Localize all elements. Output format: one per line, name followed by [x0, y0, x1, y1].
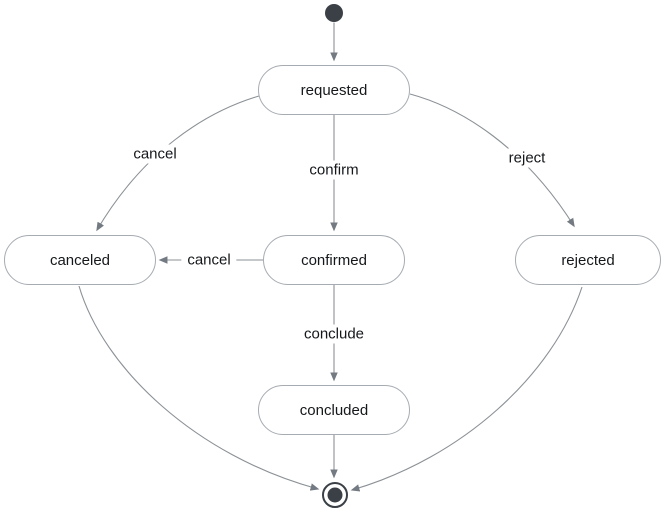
transition-label-cancel: cancel	[181, 250, 237, 270]
state-rejected: rejected	[515, 235, 661, 285]
transition-label-reject: reject	[502, 148, 552, 168]
state-confirmed: confirmed	[263, 235, 405, 285]
state-label: requested	[300, 81, 368, 99]
state-label: confirmed	[301, 251, 367, 269]
state-label: rejected	[561, 251, 615, 269]
state-label: concluded	[299, 401, 369, 419]
state-requested: requested	[258, 65, 410, 115]
transition-label-confirm: confirm	[303, 160, 365, 180]
initial-state-icon	[325, 4, 343, 22]
transition-canceled-final	[78, 285, 320, 491]
transition-label-conclude: conclude	[297, 324, 371, 344]
transition-rejected-final	[350, 286, 583, 492]
transition-requested-rejected	[409, 93, 575, 228]
state-canceled: canceled	[4, 235, 156, 285]
transition-requested-canceled	[96, 95, 260, 232]
final-state-icon	[322, 482, 348, 508]
state-label: canceled	[49, 251, 111, 269]
state-concluded: concluded	[258, 385, 410, 435]
transition-label-cancel: cancel	[127, 144, 183, 164]
